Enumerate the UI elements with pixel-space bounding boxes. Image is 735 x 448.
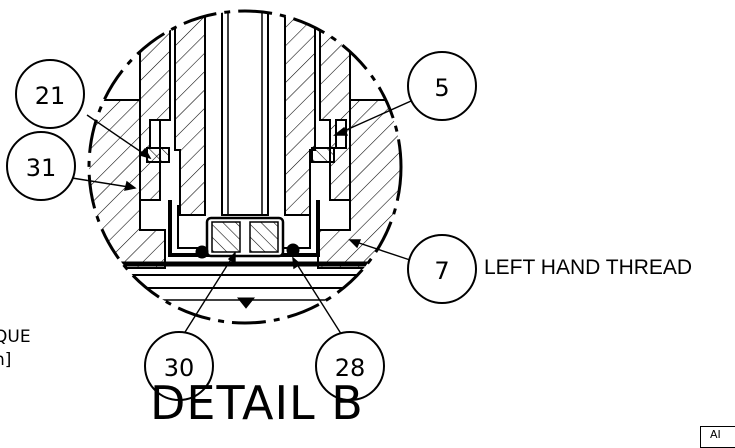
callout-28: 28: [315, 331, 385, 401]
detail-boundary: [87, 9, 403, 325]
central-shaft: [221, 11, 269, 216]
o-ring-right: [286, 243, 300, 257]
section-view: [89, 11, 401, 309]
cropped-note-line1: QUE: [0, 327, 31, 347]
callout-7: 7: [407, 234, 477, 304]
o-ring-left: [195, 245, 209, 259]
callout-21-label: 21: [35, 82, 66, 110]
left-hand-thread-note: LEFT HAND THREAD: [484, 256, 693, 279]
tube-left: [174, 11, 206, 216]
callout-30: 30: [144, 331, 214, 401]
tube-right: [284, 11, 316, 216]
sleeve-left: [139, 11, 171, 201]
callout-21: 21: [15, 59, 85, 129]
callout-31-label: 31: [26, 154, 57, 182]
seal-left: [146, 147, 170, 163]
callout-5: 5: [407, 51, 477, 121]
callout-30-label: 30: [164, 354, 195, 382]
callout-7-label: 7: [434, 257, 449, 285]
seal-right: [311, 147, 335, 163]
corner-box-text: AI: [710, 428, 721, 441]
callout-28-label: 28: [335, 354, 366, 382]
leaders: [71, 96, 421, 341]
callout-31: 31: [6, 131, 76, 201]
callout-5-label: 5: [434, 74, 449, 102]
detail-title: DETAIL B: [150, 376, 364, 430]
cropped-note-line2: n]: [0, 350, 12, 370]
sleeve-right: [319, 11, 351, 201]
